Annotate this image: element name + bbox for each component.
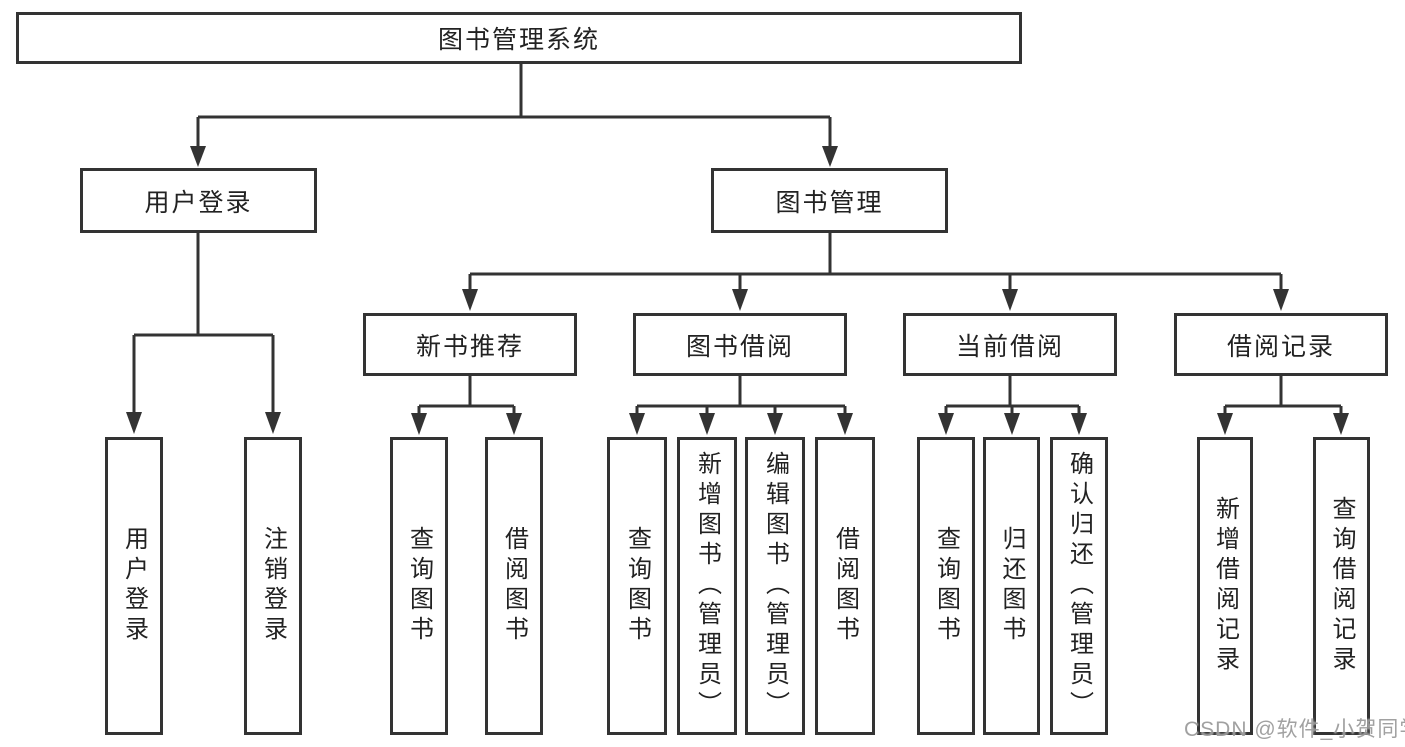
connector-book-management: [468, 233, 1283, 291]
node-book-management: 图书管理: [711, 168, 948, 233]
arrowheads: [126, 146, 1349, 435]
node-library-management-system: 图书管理系统: [16, 12, 1022, 64]
node-book-borrowing: 图书借阅: [633, 313, 847, 376]
node-user-login: 用户登录: [80, 168, 317, 233]
leaf-return-books: 归还图书: [983, 437, 1040, 735]
leaf-add-borrow-record: 新增借阅记录: [1197, 437, 1253, 735]
connector-root: [196, 64, 832, 148]
leaf-query-books-current: 查询图书: [917, 437, 975, 735]
leaf-query-books-recommend: 查询图书: [390, 437, 448, 735]
leaf-logout-login: 注销登录: [244, 437, 302, 735]
leaf-edit-books-admin: 编辑图书（管理员）: [745, 437, 805, 735]
connector-user-login: [132, 233, 275, 414]
leaf-borrow-books-recommend: 借阅图书: [485, 437, 543, 735]
leaf-borrow-books-borrowing: 借阅图书: [815, 437, 875, 735]
connector-book-borrowing: [635, 376, 847, 416]
leaf-add-books-admin: 新增图书（管理员）: [677, 437, 737, 735]
leaf-query-books-borrowing: 查询图书: [607, 437, 667, 735]
node-current-borrowing: 当前借阅: [903, 313, 1117, 376]
leaf-confirm-return-admin: 确认归还（管理员）: [1050, 437, 1108, 735]
connector-current-borrowing: [944, 376, 1081, 416]
connector-borrowing-records: [1223, 376, 1343, 416]
node-new-book-recommendation: 新书推荐: [363, 313, 577, 376]
watermark: CSDN @软件_小贺同学: [1184, 718, 1405, 741]
node-borrowing-records: 借阅记录: [1174, 313, 1388, 376]
leaf-query-borrow-record: 查询借阅记录: [1313, 437, 1370, 735]
leaf-user-login: 用户登录: [105, 437, 163, 735]
connector-new-book-recommendation: [417, 376, 516, 416]
